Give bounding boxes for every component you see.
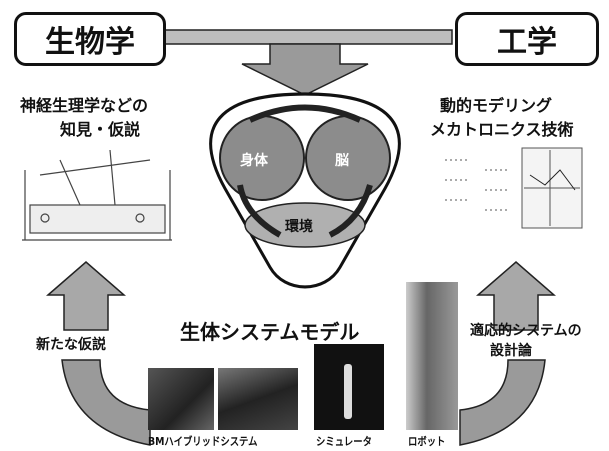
- adaptive-system-label-line2: 設計論: [490, 343, 532, 359]
- right-text-line1: 動的モデリング: [440, 96, 553, 115]
- biology-box: 生物学: [14, 12, 166, 66]
- model-title: 生体システムモデル: [180, 320, 360, 344]
- center-down-arrow: [241, 43, 369, 96]
- robot-photo: [406, 282, 458, 430]
- engineering-label: 工学: [497, 25, 557, 60]
- cycle-arrow-top: [248, 104, 362, 123]
- bottom-right-arc: [459, 359, 546, 446]
- simulator-photo: [314, 344, 384, 430]
- right-graph-sketch: [445, 147, 583, 229]
- simulator-figure: [344, 364, 352, 419]
- simulator-caption: シミュレータ: [316, 435, 372, 448]
- robot-caption: ロボット: [408, 435, 446, 448]
- bm-hybrid-photo: [148, 368, 214, 430]
- adaptive-system-label-line1: 適応的システムの: [470, 323, 582, 339]
- cycle-arrow-left: [237, 184, 282, 238]
- body-label: 身体: [240, 153, 268, 169]
- engineering-box: 工学: [455, 12, 599, 66]
- new-hypothesis-label: 新たな仮説: [36, 337, 106, 353]
- right-up-arrow: [475, 261, 557, 331]
- right-text-line2: メカトロニクス技術: [430, 120, 574, 139]
- bottom-left-arc: [61, 359, 151, 446]
- environment-ellipse: [244, 202, 366, 248]
- cycle-arrow-right: [328, 184, 373, 238]
- brain-label: 脳: [335, 153, 349, 169]
- left-text-line2: 知見・仮説: [60, 120, 141, 139]
- bm-hybrid-photo-2: [218, 368, 298, 430]
- left-apparatus-sketch: [22, 149, 172, 241]
- biology-label: 生物学: [45, 25, 135, 60]
- bm-hybrid-caption: BMハイブリッドシステム: [148, 435, 258, 448]
- top-connector-bar: [161, 29, 453, 45]
- environment-label: 環境: [285, 219, 313, 235]
- left-text-line1: 神経生理学などの: [20, 96, 149, 115]
- left-up-arrow: [45, 261, 127, 331]
